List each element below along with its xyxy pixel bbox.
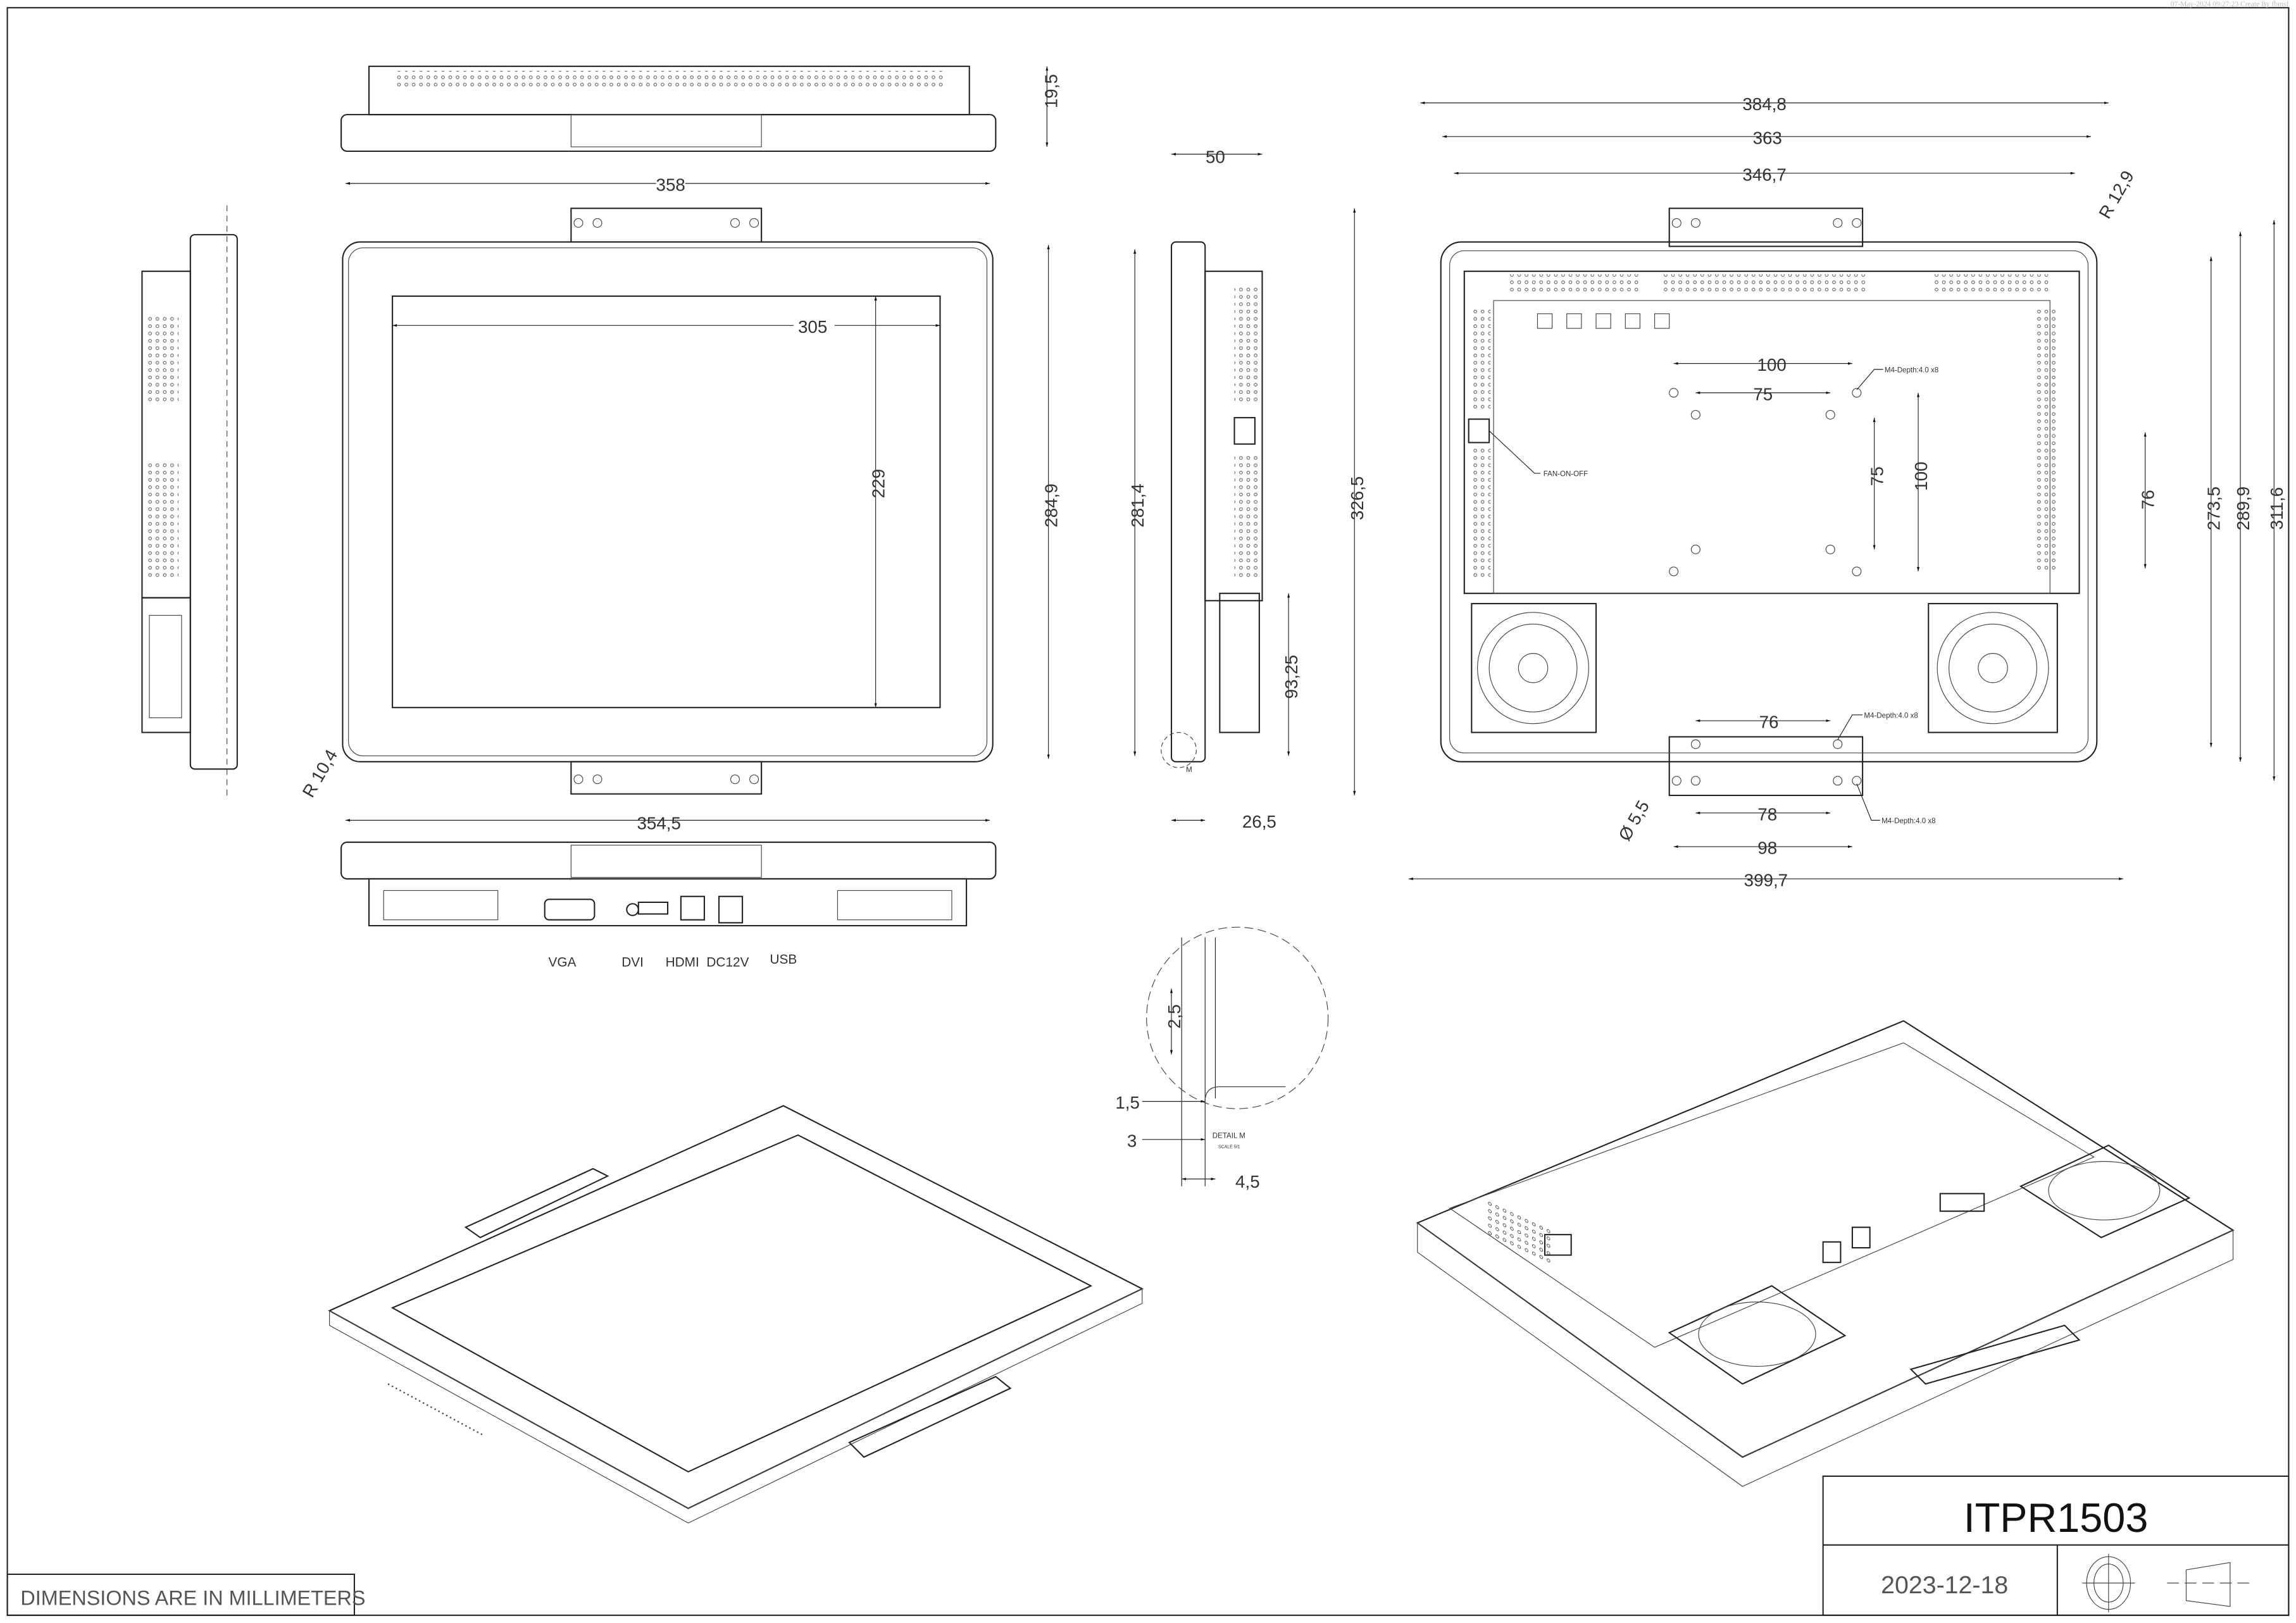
hdmi-port xyxy=(637,901,669,915)
detail-dim-4-5: 4,5 xyxy=(1235,1172,1260,1191)
front-view: 358 305 229 284,9 R 10,4 354,5 xyxy=(299,173,1061,833)
vga-port xyxy=(544,899,596,921)
dim-top-depth: 19,5 xyxy=(1042,74,1061,108)
dim-bracket-76: 76 xyxy=(1759,712,1779,732)
dim-fan-height: 93,25 xyxy=(1282,655,1301,699)
dim-vesa-100-h: 100 xyxy=(1757,355,1787,375)
detail-m: 2,5 1,5 3 4,5 DETAIL M SCALE 5/1 xyxy=(1115,926,1329,1191)
dim-back-width: 363 xyxy=(1753,128,1782,147)
dim-bracket-78: 78 xyxy=(1757,804,1777,824)
detail-dim-3: 3 xyxy=(1127,1131,1137,1150)
iso-fan-1 xyxy=(1668,1284,1847,1385)
svg-text:M: M xyxy=(1186,766,1192,774)
fan-right xyxy=(1928,602,2058,733)
left-side-view xyxy=(141,205,238,799)
isometric-back-view xyxy=(1416,1020,2235,1487)
isometric-front-view xyxy=(328,1105,1144,1524)
dim-back-h2: 289,9 xyxy=(2233,487,2253,530)
drawing-date: 2023-12-18 xyxy=(1881,1571,2008,1599)
dim-side-height: 281,4 xyxy=(1128,483,1147,527)
dim-back-overall-width: 384,8 xyxy=(1742,94,1786,114)
fan-switch-side xyxy=(1233,417,1256,445)
dim-back-inner-width: 346,7 xyxy=(1742,165,1786,184)
usb-port xyxy=(680,895,705,921)
port-label-usb: USB xyxy=(770,952,797,967)
detail-dim-1-5: 1,5 xyxy=(1115,1093,1140,1112)
right-side-view: M 50 281,4 93,25 26,5 xyxy=(1128,147,1301,831)
note-box xyxy=(6,1573,355,1616)
port-label-vga: VGA xyxy=(549,955,577,970)
dim-side-depth: 50 xyxy=(1206,147,1225,166)
dim-vesa-100-v: 100 xyxy=(1911,461,1931,490)
screw-note-bracket: M4-Depth:4.0 x8 xyxy=(1864,712,1918,719)
dim-front-height: 284,9 xyxy=(1042,483,1061,527)
iso-fan-2 xyxy=(2019,1144,2191,1238)
fan-switch-label: FAN-ON-OFF xyxy=(1544,471,1588,478)
units-note: DIMENSIONS ARE IN MILLIMETERS xyxy=(20,1587,365,1610)
fan-left xyxy=(1471,602,1597,733)
detail-scale: SCALE 5/1 xyxy=(1218,1145,1240,1150)
top-view: 19,5 xyxy=(340,65,1061,152)
detail-title: DETAIL M xyxy=(1213,1132,1245,1140)
dim-active-width: 305 xyxy=(798,317,827,337)
drawing-border xyxy=(6,7,2290,1616)
dim-vesa-75-h: 75 xyxy=(1753,384,1773,404)
dim-hole-diameter: Ø 5,5 xyxy=(1614,797,1653,844)
dim-back-h3: 311,6 xyxy=(2267,487,2287,530)
dim-bottom-width: 354,5 xyxy=(637,813,680,833)
dim-bracket-width: 399,7 xyxy=(1744,871,1788,890)
model-number: ITPR1503 xyxy=(1964,1495,2149,1541)
port-label-dvi: DVI xyxy=(621,955,644,970)
screw-note-bottom: M4-Depth:4.0 x8 xyxy=(1881,818,1935,825)
dim-active-height: 229 xyxy=(869,469,889,498)
dim-front-width: 358 xyxy=(656,175,685,194)
dim-bracket-98: 98 xyxy=(1757,838,1777,858)
port-label-dc12v: DC12V xyxy=(706,955,749,970)
dim-back-overall-height: 326,5 xyxy=(1347,476,1367,520)
timestamp: 07-May-2024 09:27:23 Create By fbmsf xyxy=(2171,0,2289,8)
dim-vesa-75-v: 75 xyxy=(1868,466,1887,486)
dim-side-holes: 76 xyxy=(2138,490,2158,509)
dim-bezel-depth: 26,5 xyxy=(1242,812,1276,831)
dim-front-radius: R 10,4 xyxy=(299,746,342,800)
dim-back-h1: 273,5 xyxy=(2204,487,2224,530)
fan-switch xyxy=(1468,418,1490,444)
back-view: 384,8 363 346,7 326,5 273,5 289,9 311,6 … xyxy=(1347,94,2287,890)
projection-symbol-icon xyxy=(2082,1553,2252,1613)
dvi-port xyxy=(626,903,639,916)
detail-dim-2-5: 2,5 xyxy=(1164,1004,1184,1029)
dim-back-radius: R 12,9 xyxy=(2095,167,2138,221)
dc-port xyxy=(718,895,744,924)
screw-note-top: M4-Depth:4.0 x8 xyxy=(1885,366,1938,374)
vesa-holes xyxy=(1669,218,1862,786)
title-block: ITPR1503 2023-12-18 xyxy=(1822,1475,2290,1616)
port-label-hdmi: HDMI xyxy=(666,955,699,970)
bottom-view: VGA DVI HDMI DC12V USB xyxy=(340,842,997,970)
